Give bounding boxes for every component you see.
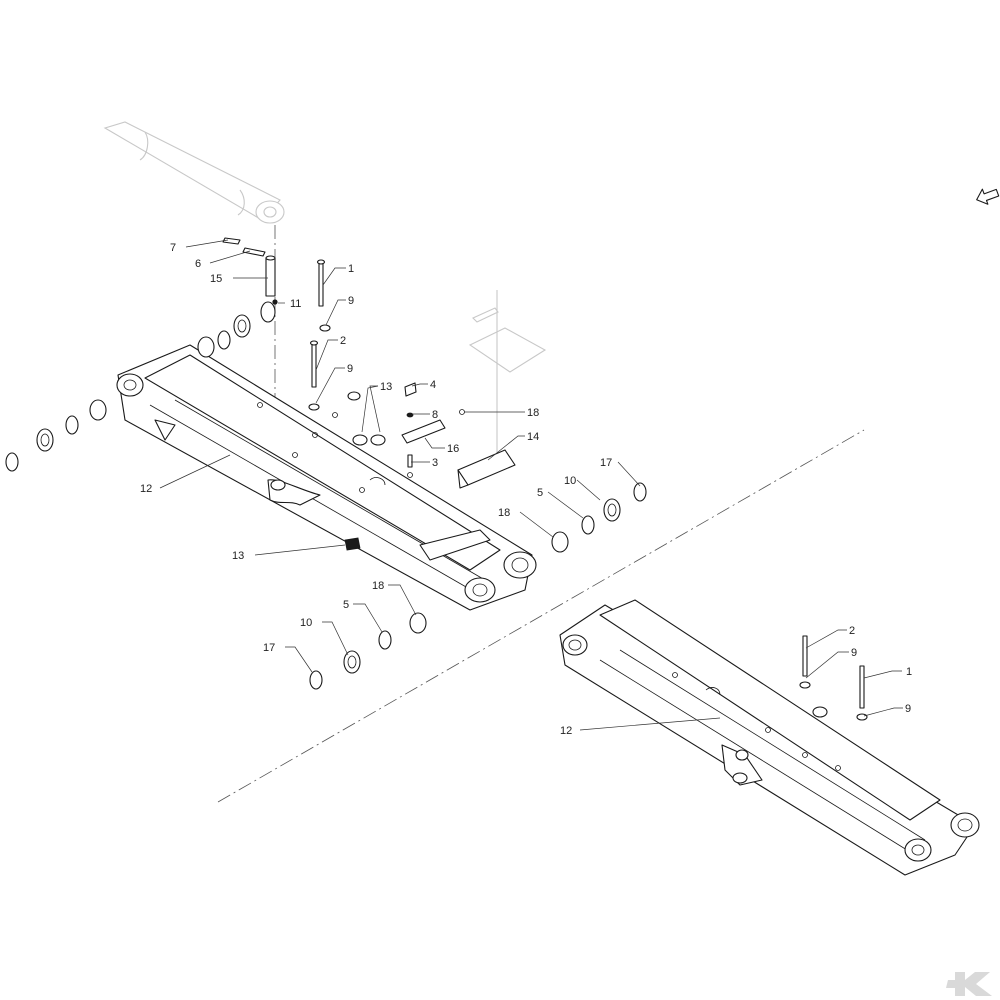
callout: 9 <box>905 703 911 715</box>
callout: 2 <box>849 625 855 637</box>
brand-logo <box>946 972 992 996</box>
center-line <box>217 429 865 803</box>
main-arm-left <box>116 344 537 611</box>
callout: 11 <box>290 298 301 310</box>
callout: 14 <box>527 431 539 443</box>
callout: 12 <box>560 725 572 737</box>
callout: 12 <box>140 483 152 495</box>
callout: 8 <box>432 409 438 421</box>
callout: 17 <box>263 642 275 654</box>
callout: 13 <box>232 550 244 562</box>
callout: 15 <box>210 273 222 285</box>
bearing-stack-left-end <box>5 399 107 472</box>
arrow-pointer-icon <box>976 188 1000 205</box>
callout: 18 <box>498 507 510 519</box>
callout: 9 <box>347 363 353 375</box>
callout: 10 <box>564 475 576 487</box>
leader-lines <box>159 239 903 731</box>
callout: 3 <box>432 457 438 469</box>
bearing-stack-right-lower <box>309 612 427 690</box>
callout: 9 <box>348 295 354 307</box>
callout: 18 <box>372 580 384 592</box>
callout: 10 <box>300 617 312 629</box>
callout: 17 <box>600 457 612 469</box>
callout: 13 <box>380 381 392 393</box>
pad-lower <box>344 537 361 551</box>
cover-plate-ghost <box>468 290 547 470</box>
bearing-stack-right-upper <box>551 482 647 553</box>
callout: 9 <box>851 647 857 659</box>
callout: 2 <box>340 335 346 347</box>
callout: 6 <box>195 258 201 270</box>
callout: 1 <box>348 263 354 275</box>
callout: 18 <box>527 407 539 419</box>
callout: 5 <box>343 599 349 611</box>
callout: 7 <box>170 242 176 254</box>
callout: 4 <box>430 379 436 391</box>
callout-labels: 7 6 15 11 1 9 2 9 13 4 8 18 16 14 3 12 1… <box>140 242 912 737</box>
callout: 5 <box>537 487 543 499</box>
pin-assembly <box>222 237 278 305</box>
callout: 1 <box>906 666 912 678</box>
bearing-stack-top <box>197 301 276 358</box>
bolts-and-washers <box>308 259 516 489</box>
callout: 16 <box>447 443 459 455</box>
main-arm-assembled <box>559 599 980 876</box>
